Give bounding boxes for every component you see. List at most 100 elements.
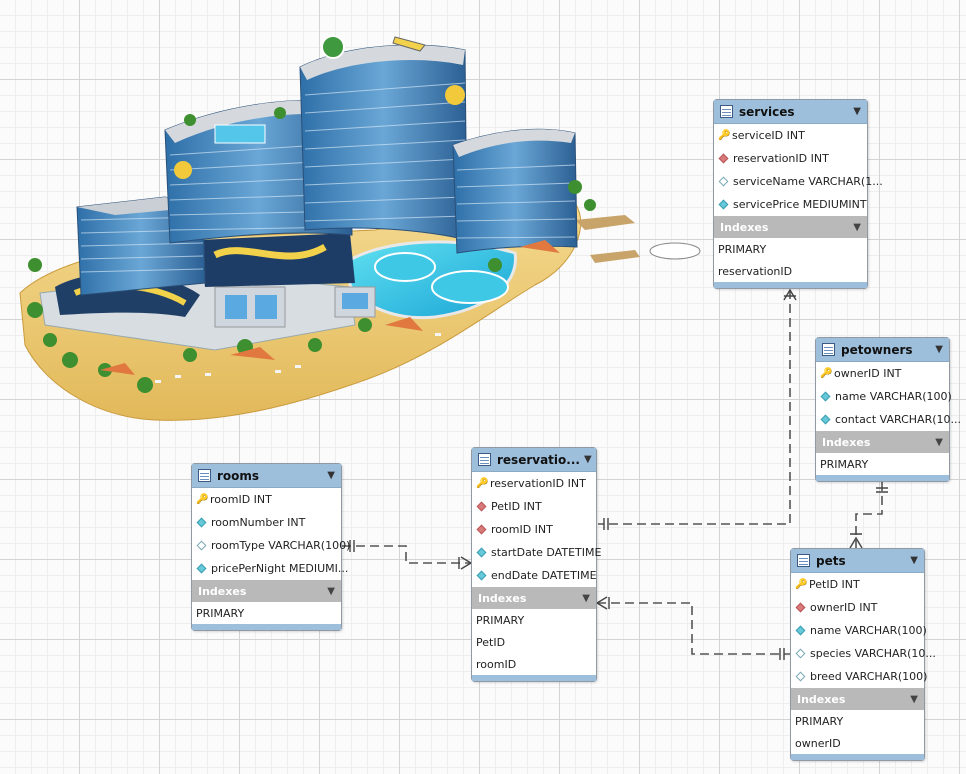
column-row[interactable]: 🔑serviceID INT (718, 129, 805, 142)
not-null-column-icon (196, 563, 207, 574)
collapse-arrow-icon[interactable]: ▼ (910, 555, 918, 566)
column-row[interactable]: endDate DATETIME (472, 564, 597, 587)
index-row[interactable]: PRIMARY (476, 613, 525, 627)
one-mark (349, 540, 355, 552)
beach-resort-hotel-illustration (19, 35, 701, 421)
services-table[interactable]: services ▼ 🔑serviceID INT reservationID … (713, 99, 883, 289)
collapse-arrow-icon[interactable]: ▼ (853, 106, 861, 117)
foreign-key-icon (795, 602, 806, 613)
column-row[interactable]: 🔑PetID INT (795, 578, 860, 591)
rooms-table[interactable]: rooms ▼ 🔑roomID INT roomNumber INT roomT… (191, 463, 350, 631)
collapse-arrow-icon[interactable]: ▼ (935, 344, 943, 355)
indexes-section-header[interactable]: Indexes▼ (791, 688, 924, 710)
table-icon (720, 105, 733, 118)
services-table-title: services (739, 104, 795, 119)
table-footer (714, 282, 867, 288)
column-row[interactable]: ownerID INT (791, 596, 924, 619)
indexes-section-header[interactable]: Indexes▼ (714, 216, 867, 238)
services-table-header[interactable]: services ▼ (714, 100, 867, 124)
pets-table[interactable]: pets ▼ 🔑PetID INT ownerID INT name VARCH… (790, 548, 936, 761)
collapse-arrow-icon[interactable]: ▼ (935, 436, 943, 448)
column-row[interactable]: 🔑ownerID INT (820, 367, 902, 380)
column-row[interactable]: 🔑reservationID INT (476, 477, 586, 490)
column-icon (795, 648, 806, 659)
one-mark (603, 518, 609, 530)
table-icon (797, 554, 810, 567)
table-footer (472, 675, 596, 681)
not-null-column-icon (476, 570, 487, 581)
collapse-arrow-icon[interactable]: ▼ (582, 592, 590, 604)
not-null-column-icon (820, 391, 831, 402)
indexes-section-header[interactable]: Indexes▼ (816, 431, 949, 453)
index-row[interactable]: PetID (476, 635, 506, 649)
reservations-table[interactable]: reservatio... ▼ 🔑reservationID INT PetID… (471, 447, 601, 682)
crow-foot-mark (849, 533, 863, 549)
column-row[interactable]: roomNumber INT (192, 511, 341, 534)
column-icon (795, 671, 806, 682)
index-row[interactable]: PRIMARY (718, 242, 767, 256)
petowners-table[interactable]: petowners ▼ 🔑ownerID INT name VARCHAR(10… (815, 337, 961, 482)
index-row[interactable]: PRIMARY (820, 457, 869, 471)
not-null-column-icon (718, 199, 729, 210)
primary-key-icon: 🔑 (820, 368, 833, 379)
primary-key-icon: 🔑 (476, 478, 489, 489)
index-row[interactable]: ownerID (795, 736, 841, 750)
crow-foot-mark (595, 596, 610, 610)
indexes-section-header[interactable]: Indexes▼ (472, 587, 596, 609)
not-null-column-icon (820, 414, 831, 425)
table-icon (198, 469, 211, 482)
column-row[interactable]: roomType VARCHAR(100) (192, 534, 350, 557)
column-icon (196, 540, 207, 551)
foreign-key-icon (476, 524, 487, 535)
collapse-arrow-icon[interactable]: ▼ (583, 454, 592, 465)
reservations-pets-line (597, 602, 790, 655)
indexes-section-header[interactable]: Indexes▼ (192, 580, 341, 602)
one-mark (876, 487, 888, 493)
rooms-table-header[interactable]: rooms ▼ (192, 464, 341, 488)
collapse-arrow-icon[interactable]: ▼ (327, 470, 335, 481)
column-row[interactable]: 🔑roomID INT (196, 493, 272, 506)
table-footer (192, 624, 341, 630)
column-row[interactable]: reservationID INT (714, 147, 867, 170)
index-row[interactable]: PRIMARY (196, 606, 245, 620)
primary-key-icon: 🔑 (196, 494, 209, 505)
table-footer (791, 754, 924, 760)
reservations-table-header[interactable]: reservatio... ▼ (472, 448, 596, 472)
collapse-arrow-icon[interactable]: ▼ (910, 693, 918, 705)
collapse-arrow-icon[interactable]: ▼ (327, 585, 335, 597)
crow-foot-mark (783, 288, 797, 301)
column-row[interactable]: breed VARCHAR(100) (791, 665, 927, 688)
column-row[interactable]: servicePrice MEDIUMINT (714, 193, 867, 216)
rooms-table-title: rooms (217, 468, 260, 483)
column-row[interactable]: name VARCHAR(100) (791, 619, 927, 642)
primary-key-icon: 🔑 (718, 130, 731, 141)
column-icon (718, 176, 729, 187)
primary-key-icon: 🔑 (795, 579, 808, 590)
column-row[interactable]: pricePerNight MEDIUMI... (192, 557, 348, 580)
column-row[interactable]: serviceName VARCHAR(1... (714, 170, 883, 193)
foreign-key-icon (718, 153, 729, 164)
reservations-table-title: reservatio... (497, 452, 580, 467)
index-row[interactable]: PRIMARY (795, 714, 844, 728)
column-row[interactable]: contact VARCHAR(10... (816, 408, 961, 431)
column-row[interactable]: PetID INT (472, 495, 596, 518)
petowners-table-title: petowners (841, 342, 913, 357)
index-row[interactable]: roomID (476, 657, 517, 671)
not-null-column-icon (795, 625, 806, 636)
column-row[interactable]: startDate DATETIME (472, 541, 601, 564)
pets-table-title: pets (816, 553, 846, 568)
index-row[interactable]: reservationID (718, 264, 793, 278)
services-reservations-line (598, 290, 791, 525)
column-row[interactable]: species VARCHAR(10... (791, 642, 936, 665)
column-row[interactable]: roomID INT (472, 518, 596, 541)
not-null-column-icon (476, 547, 487, 558)
petowners-table-header[interactable]: petowners ▼ (816, 338, 949, 362)
column-row[interactable]: name VARCHAR(100) (816, 385, 952, 408)
collapse-arrow-icon[interactable]: ▼ (853, 221, 861, 233)
pets-table-header[interactable]: pets ▼ (791, 549, 924, 573)
rooms-reservations-line (342, 545, 471, 564)
one-mark (779, 648, 785, 660)
petowners-pets-line (855, 482, 883, 548)
table-icon (478, 453, 491, 466)
table-icon (822, 343, 835, 356)
